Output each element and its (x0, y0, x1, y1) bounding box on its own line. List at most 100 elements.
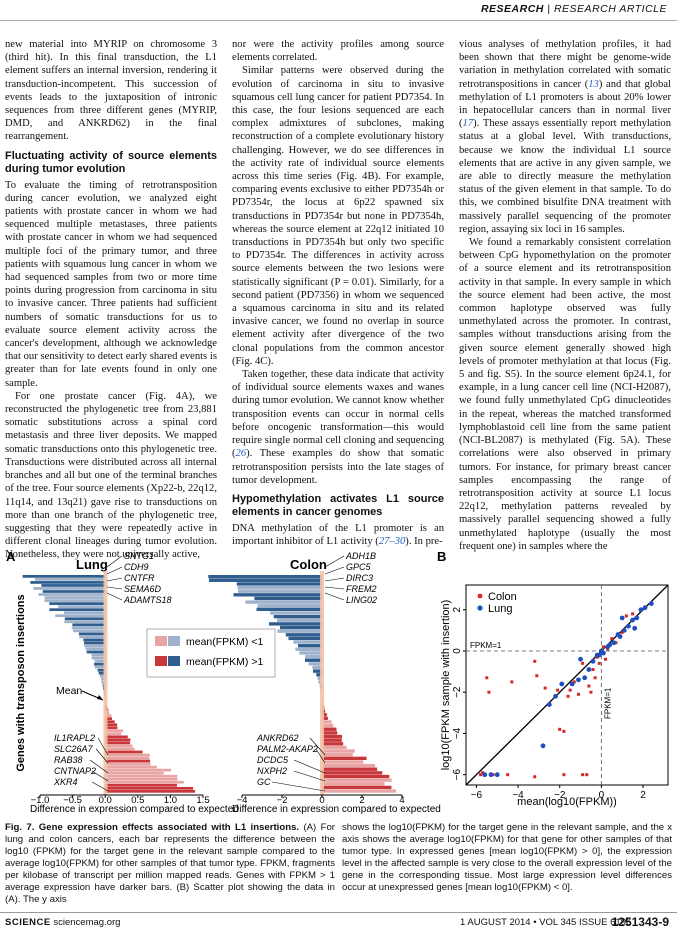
expression-bar (298, 644, 322, 648)
expression-bar (322, 771, 383, 775)
reference-link[interactable]: 17 (462, 118, 474, 130)
expression-bar (322, 785, 392, 790)
expression-bar (85, 647, 106, 651)
lung-point (488, 772, 494, 778)
colon-point (479, 773, 483, 777)
gene-label: ADH1B (345, 551, 376, 561)
tick-label: −1.0 (31, 795, 50, 806)
gene-label: ANKRD62 (256, 733, 299, 743)
header-separator: | (547, 3, 551, 15)
leader-line (91, 781, 109, 792)
expression-bar (322, 720, 332, 724)
expression-bar (285, 633, 322, 637)
tick-label: 0 (319, 795, 324, 806)
leader-line (324, 586, 345, 590)
expression-bar (105, 726, 118, 730)
leader-line (95, 748, 109, 764)
figure-caption-left: Fig. 7. Gene expression effects associat… (5, 822, 335, 906)
leader-line (106, 592, 123, 601)
expression-bar (299, 651, 322, 655)
leader-line (324, 577, 345, 582)
expression-bar (322, 753, 353, 757)
paragraph: DNA methylation of the L1 promoter is an… (232, 522, 444, 548)
expression-bar (38, 593, 106, 596)
expression-bar (101, 680, 106, 684)
expression-bar (41, 584, 106, 587)
legend-swatch-low-red (155, 636, 167, 646)
text-column-3: vious analyses of methylation profiles, … (459, 38, 671, 553)
expression-bar (94, 665, 106, 669)
colon-point (581, 773, 585, 777)
expression-bar (280, 625, 322, 630)
reference-link[interactable]: 26 (235, 448, 247, 460)
expression-bar (105, 714, 112, 718)
expression-bar (84, 641, 106, 645)
expression-bar (245, 600, 322, 604)
text-column-1: new material into MYRIP on chromosome 3 … (5, 38, 217, 562)
colon-point (589, 690, 593, 694)
expression-bar (208, 575, 322, 579)
reference-link[interactable]: 27–30 (378, 536, 406, 548)
expression-bar (322, 713, 327, 717)
lung-point (494, 772, 500, 778)
leader-line (97, 737, 109, 756)
expression-bar (322, 774, 390, 779)
expression-bar (105, 774, 178, 778)
expression-bar (269, 622, 322, 626)
journal-site[interactable]: sciencemag.org (53, 917, 121, 928)
expression-bar (84, 644, 106, 648)
text-run: ). In pre- (405, 536, 443, 548)
expression-bar (30, 581, 106, 584)
gene-label: ADAMTS18 (123, 595, 172, 605)
colon-point (604, 657, 608, 661)
text-run: Taken together, these data indicate that… (232, 369, 444, 460)
legend-b: Colon Lung (477, 591, 517, 615)
expression-bar (42, 590, 106, 593)
expression-bar (322, 745, 347, 750)
colon-point (562, 729, 566, 733)
expression-bar (322, 763, 376, 768)
expression-bar (105, 768, 172, 772)
text-run: ). These examples do show that somatic r… (232, 448, 444, 486)
expression-bar (312, 665, 322, 670)
mean-label: Mean (56, 685, 82, 697)
paragraph: new material into MYRIP on chromosome 3 … (5, 39, 217, 143)
colon-point (572, 680, 576, 684)
lung-point (590, 658, 596, 664)
paragraph: Similar patterns were observed during th… (232, 65, 444, 367)
expression-bar (105, 720, 115, 724)
lung-point (607, 642, 613, 648)
gene-label: CNTNAP2 (54, 766, 96, 776)
expression-bar (105, 762, 151, 766)
caption-text: shows the log10(FPKM) for the target gen… (342, 822, 672, 893)
reference-link[interactable]: 13 (588, 78, 599, 90)
leader-line (293, 759, 326, 774)
expression-bar (94, 662, 106, 666)
tick-label: −2 (554, 790, 566, 801)
colon-point (481, 771, 485, 775)
paragraph: For one prostate cancer (Fig. 4A), we re… (5, 390, 217, 561)
expression-bar (33, 587, 106, 590)
leader-line (89, 759, 109, 774)
colon-point (631, 612, 635, 616)
colon-point (587, 684, 591, 688)
tick-label: 2 (359, 795, 364, 806)
expression-bar (105, 759, 151, 763)
section-name: RESEARCH (480, 3, 544, 15)
gene-label: SNTG1 (124, 551, 154, 561)
expression-bar (208, 578, 322, 582)
footer-rule (0, 912, 677, 913)
legend-swatch-low-blue (168, 636, 180, 646)
expression-bar (322, 716, 328, 721)
gene-label: PALM2-AKAP2 (257, 744, 318, 754)
x-axis-label-lung: Difference in expression compared to exp… (30, 804, 239, 815)
scatter-y-label: log10(FPKM sample with insertion) (440, 600, 452, 771)
colon-point (533, 659, 537, 663)
expression-bar (308, 662, 322, 666)
expression-bar (237, 585, 322, 590)
expression-bar (105, 789, 196, 793)
expression-bar (58, 605, 106, 609)
